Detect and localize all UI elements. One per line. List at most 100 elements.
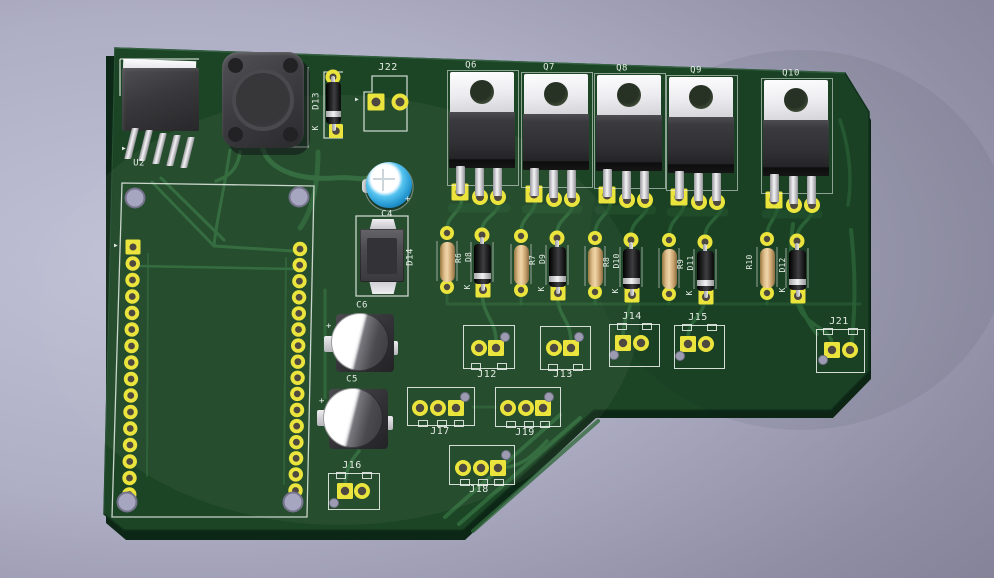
header-pin-pad-hole — [126, 441, 134, 449]
connector-pad-hole — [458, 463, 468, 473]
header-pin-pad-hole — [292, 471, 300, 478]
resistor-pad-hole — [517, 232, 525, 240]
header-pin-pad-hole — [127, 375, 135, 383]
header-pin-pad-hole — [128, 309, 136, 317]
mounting-hole — [116, 491, 138, 513]
header-pin-pad-hole — [128, 326, 136, 333]
header-pin-pad-hole — [295, 293, 303, 301]
to220-pad-hole — [529, 189, 539, 199]
header-pin-pad-hole — [127, 359, 135, 366]
connector-pad-hole — [618, 338, 628, 348]
connector-pad-hole — [701, 339, 711, 349]
to220-pad-hole — [713, 198, 721, 206]
header-pin-pad-hole — [294, 374, 301, 382]
header-pin-pad-hole — [128, 342, 135, 350]
d13-pad-hole — [329, 73, 337, 81]
j22-pad-hole — [371, 97, 381, 107]
header-pin-pad-hole — [126, 458, 134, 465]
diode-pad-hole — [553, 234, 561, 242]
to220-pad-hole — [674, 192, 684, 202]
connector-locating-hole — [609, 350, 619, 360]
header-pin-pad-hole — [127, 408, 134, 416]
mounting-hole — [282, 491, 304, 513]
connector-pad-hole — [538, 403, 548, 413]
connector-pad-hole — [845, 345, 855, 355]
header-pin-pad-hole — [295, 310, 303, 317]
connector-pad-hole — [474, 343, 484, 353]
rd-silk-lines — [584, 246, 643, 287]
header-pin-pad-hole — [128, 293, 136, 300]
connector-locating-hole — [675, 351, 685, 361]
header-pin-pad-hole — [296, 245, 304, 253]
rd-silk-lines — [658, 248, 717, 289]
diode-pad-hole — [479, 286, 487, 294]
to220-pad-hole — [695, 198, 703, 206]
connector-pad-hole — [357, 486, 367, 496]
resistor-pad-hole — [443, 229, 451, 237]
connector-locating-hole — [460, 392, 470, 402]
resistor-pad-hole — [591, 234, 599, 242]
resistor-pad-hole — [763, 289, 771, 297]
connector-pad-hole — [340, 486, 350, 496]
to220-pad-hole — [769, 195, 779, 205]
header-pin-pad-hole — [294, 342, 302, 349]
header-pin-pad-hole — [126, 425, 134, 432]
rd-silk-lines — [510, 244, 569, 285]
copper-traces — [135, 118, 862, 533]
to220-pad-hole — [476, 193, 484, 201]
rd-silk-lines — [756, 247, 809, 288]
to220-pad-hole — [494, 193, 502, 201]
diode-pad-hole — [793, 237, 801, 245]
copper-pours — [447, 203, 823, 219]
module-footprint-outline — [111, 182, 315, 518]
diode-pad-hole — [794, 292, 802, 300]
diode-pad-hole — [478, 231, 486, 239]
board-left-edge-highlight — [103, 47, 116, 515]
connector-locating-hole — [818, 355, 828, 365]
header-pin-pad-hole — [293, 438, 300, 446]
to220-pad-hole — [568, 195, 576, 203]
diode-pad-hole — [628, 291, 636, 299]
connector-pad-hole — [549, 343, 559, 353]
header-pin-pad-hole — [126, 474, 133, 482]
connector-locating-hole — [544, 392, 554, 402]
resistor-pad-hole — [443, 283, 451, 291]
mounting-hole — [124, 187, 146, 209]
header-pin-pad-hole — [294, 358, 302, 366]
connector-pad-hole — [433, 403, 443, 413]
connector-pad-hole — [566, 343, 576, 353]
lighting-highlight — [40, 95, 640, 525]
connector-pad-hole — [476, 463, 486, 473]
resistor-pad-hole — [665, 236, 673, 244]
connector-locating-hole — [329, 498, 339, 508]
to220-pad-hole — [550, 195, 558, 203]
header-pin-pad-hole — [295, 326, 302, 333]
header-pin-pad-hole — [129, 243, 137, 251]
diode-pad-hole — [554, 289, 562, 297]
header-pin-pad-hole — [129, 276, 136, 284]
header-pin-pad-hole — [293, 406, 301, 414]
diode-pad-hole — [701, 238, 709, 246]
header-pin-pad-hole — [293, 422, 301, 430]
connector-pad-hole — [415, 403, 425, 413]
connector-pad-hole — [493, 463, 503, 473]
connector-pad-hole — [521, 403, 531, 413]
j22-outline — [363, 75, 408, 132]
header-pin-pad-hole — [292, 454, 300, 462]
d13-pad-hole — [332, 127, 340, 135]
resistor-pad-hole — [665, 290, 673, 298]
header-pin-pad-hole — [129, 260, 137, 267]
header-pin-pad-hole — [127, 392, 135, 399]
header-pin-pad-hole — [296, 277, 303, 285]
diode-pad-hole — [702, 293, 710, 301]
to220-pad-hole — [623, 196, 631, 204]
solder-pads — [122, 69, 858, 502]
j22-pad-hole — [395, 97, 405, 107]
drill-holes — [116, 186, 828, 513]
connector-pad-hole — [636, 338, 646, 348]
header-pin-pad-hole — [293, 390, 301, 398]
to220-pad-hole — [808, 201, 816, 209]
resistor-pad-hole — [517, 286, 525, 294]
